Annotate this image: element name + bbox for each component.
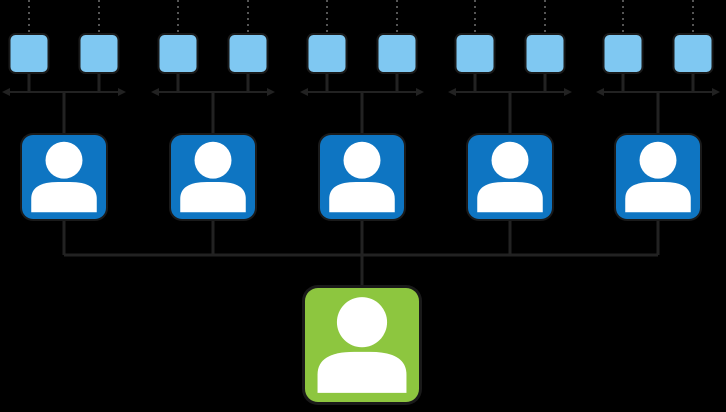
user-icon-body (31, 182, 97, 213)
leaf-node (10, 35, 48, 72)
user-icon (317, 297, 407, 393)
diagram-nodes (8, 33, 714, 405)
user-icon-head (336, 297, 388, 348)
user-icon-body (329, 182, 395, 213)
arrow-head-left (300, 88, 308, 96)
arrow-head-left (448, 88, 456, 96)
user-icon (329, 141, 395, 213)
leaf-node (604, 35, 642, 72)
user-icon-head (491, 141, 529, 179)
arrow-head-right (712, 88, 720, 96)
leaf-node (456, 35, 494, 72)
user-icon (477, 141, 543, 213)
arrow-head-left (151, 88, 159, 96)
leaf-node (526, 35, 564, 72)
user-icon-body (180, 182, 246, 213)
user-icon-body (477, 182, 543, 213)
arrow-head-right (564, 88, 572, 96)
leaf-node (159, 35, 197, 72)
leaf-node (308, 35, 346, 72)
user-icon-body (625, 182, 691, 213)
leaf-node (674, 35, 712, 72)
arrow-head-right (118, 88, 126, 96)
user-icon-head (194, 141, 232, 179)
user-icon (625, 141, 691, 213)
arrow-head-left (596, 88, 604, 96)
user-icon-body (317, 351, 407, 393)
connector-lines (2, 0, 720, 288)
user-icon (180, 141, 246, 213)
arrow-head-right (416, 88, 424, 96)
user-icon-head (45, 141, 83, 179)
arrow-head-right (267, 88, 275, 96)
arrow-head-left (2, 88, 10, 96)
user-icon-head (639, 141, 677, 179)
leaf-node (378, 35, 416, 72)
user-icon-head (343, 141, 381, 179)
leaf-node (80, 35, 118, 72)
user-icon (31, 141, 97, 213)
leaf-node (229, 35, 267, 72)
